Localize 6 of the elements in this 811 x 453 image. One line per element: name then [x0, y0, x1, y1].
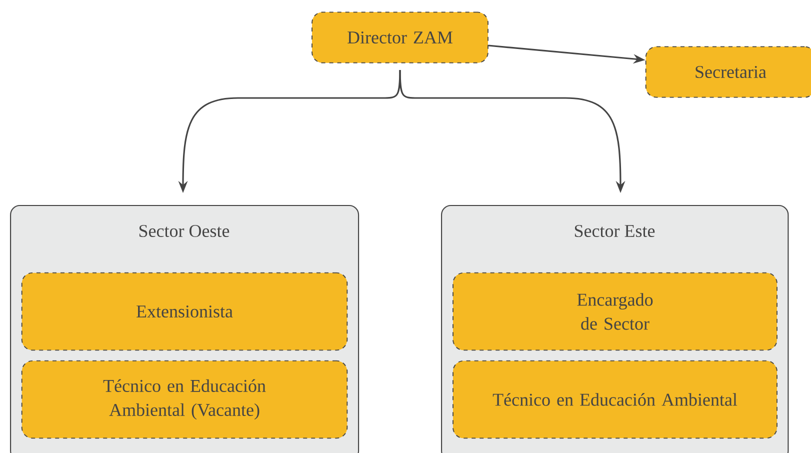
role-box: Técnico en Educación Ambiental (Vacante) — [21, 360, 348, 439]
role-box: Encargado de Sector — [452, 272, 778, 351]
role-box: Secretaria — [645, 46, 811, 98]
role-box: Técnico en Educación Ambiental — [452, 360, 778, 439]
role-box: Director ZAM — [312, 12, 488, 64]
role-box: Extensionista — [21, 272, 348, 351]
